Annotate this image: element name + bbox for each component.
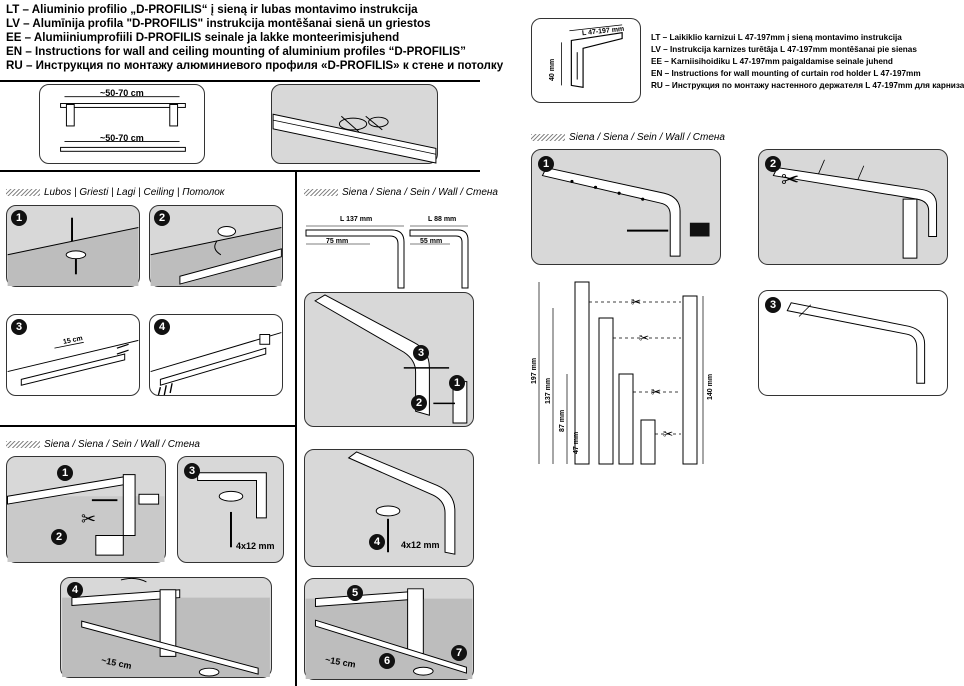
wall-left-step-4-panel: ~15 cm 4 [60,577,272,678]
scissors-icon: ✂ [781,167,800,192]
spacing-label-top: ~50-70 cm [100,88,144,98]
ceiling-section-title: Lubos | Griesti | Lagi | Ceiling | Потол… [44,187,225,198]
right-header-line-lt: LT – Laikiklio karnizui L 47-197mm į sie… [651,33,902,42]
dim-55-label: 55 mm [420,238,443,245]
bracket-dimension-svg [305,225,469,289]
dim-197-label: 197 mm [531,357,538,384]
scissors-icon: ✂ [631,295,642,309]
cut-diagram-svg [538,281,704,465]
spacing-panel: ~50-70 cm ~50-70 cm [39,84,205,164]
wall-left-step-1-drawing [7,474,165,562]
wall-left-step-4-drawing [62,577,270,677]
scissors-icon: ✂ [663,427,674,441]
divider-mid [0,170,480,172]
wall-left-section-title: Siena / Siena / Sein / Wall / Стена [44,439,200,450]
wall-middle-screw-label: 4x12 mm [401,540,440,550]
badge-wall-right-1: 1 [538,156,554,172]
header-line-en: EN – Instructions for wall and ceiling m… [6,45,466,58]
bracket-preview-drawing [561,24,623,89]
dim-87-label: 87 mm [559,409,566,432]
ceiling-step-3-drawing [7,339,139,386]
badge-wall-left-1: 1 [57,465,73,481]
bracket-dimension-drawing: L 137 mm L 88 mm 75 mm 55 mm [300,210,480,290]
badge-ceiling-1: 1 [11,210,27,226]
badge-wall-left-3: 3 [184,463,200,479]
dim-75-label: 75 mm [326,238,349,245]
badge-ceiling-4: 4 [154,319,170,335]
ceiling-step-2-panel: 2 [149,205,283,287]
wall-middle-step-4-panel: 4x12 mm 4 [304,449,474,567]
wall-right-hatch [531,134,565,141]
dim-140-label: 140 mm [707,373,714,400]
badge-wall-right-2: 2 [765,156,781,172]
cut-diagram: 197 mm 137 mm 87 mm 47 mm 140 mm ✂ ✂ ✂ ✂ [531,278,731,468]
wall-right-section-title: Siena / Siena / Sein / Wall / Стена [569,132,725,143]
badge-wall-middle-2: 2 [411,395,427,411]
scissors-icon: ✂ [639,331,650,345]
header-line-ee: EE – Alumiiniumprofiili D-PROFILIS seina… [6,31,400,44]
wall-middle-step-567-panel: ~15 cm 5 6 7 [304,578,474,680]
bracket-height-label: 40 mm [549,58,556,81]
header-line-lt: LT – Aliuminio profilio „D-PROFILIS“ į s… [6,3,418,16]
badge-wall-right-3: 3 [765,297,781,313]
badge-ceiling-3: 3 [11,319,27,335]
ceiling-step-4-panel: 4 [149,314,283,396]
right-header-line-lv: LV – Instrukcija karnizes turētāja L 47-… [651,45,917,54]
wall-middle-step-567-drawing [305,588,473,679]
ceiling-step-1-drawing [7,217,139,286]
badge-wall-middle-1: 1 [449,375,465,391]
wall-right-step-1-panel: 1 [531,149,721,265]
ceiling-step-3-panel: 15 cm 3 [6,314,140,396]
wall-right-step-2-panel: ✂ 2 [758,149,948,265]
joint-drawing [272,113,437,164]
scissors-icon: ✂ [81,509,97,529]
ceiling-hatch [6,189,40,196]
spacing-drawing [60,96,186,152]
wall-middle-step-4-drawing [347,451,456,555]
header-line-lv: LV – Alumīnija profila "D-PROFILIS" inst… [6,17,431,30]
badge-wall-middle-3: 3 [413,345,429,361]
wall-right-step-1-drawing [541,167,710,257]
wall-left-step-3-drawing [197,472,267,548]
ceiling-step-4-drawing [150,332,282,396]
wall-left-step-3-panel: 4x12 mm 3 [177,456,284,563]
scissors-icon: ✂ [651,385,662,399]
divider-left-lower [0,425,296,427]
badge-wall-middle-6: 6 [379,653,395,669]
badge-wall-middle-4: 4 [369,534,385,550]
ceiling-step-2-drawing [150,226,282,286]
badge-ceiling-2: 2 [154,210,170,226]
wall-left-hatch [6,441,40,448]
badge-wall-left-4: 4 [67,582,83,598]
bracket-preview-panel: L 47-197 mm 40 mm [531,18,641,103]
right-header-line-ee: EE – Karniisihoidiku L 47-197mm paigalda… [651,57,893,66]
joint-panel [271,84,438,164]
wall-left-step-1-panel: ✂ 1 2 [6,456,166,563]
dim-l88-label: L 88 mm [428,216,457,223]
wall-left-screw-label: 4x12 mm [236,541,275,551]
wall-right-step-3-drawing [786,302,926,384]
dim-l137-label: L 137 mm [340,216,373,223]
wall-right-step-2-drawing [772,159,938,259]
header-line-ru: RU – Инструкция по монтажу алюминиевого … [6,59,504,72]
wall-middle-section-title: Siena / Siena / Sein / Wall / Стена [342,187,498,198]
spacing-label-bottom: ~50-70 cm [100,133,144,143]
badge-wall-middle-5: 5 [347,585,363,601]
dim-47-label: 47 mm [573,431,580,454]
badge-wall-middle-7: 7 [451,645,467,661]
divider-top [0,80,480,82]
right-header-line-en: EN – Instructions for wall mounting of c… [651,69,921,78]
wall-middle-step-123-drawing [314,294,468,424]
ceiling-step-1-panel: 1 [6,205,140,287]
wall-middle-step-123-panel: 3 1 2 [304,292,474,427]
badge-wall-left-2: 2 [51,529,67,545]
wall-middle-hatch [304,189,338,196]
wall-right-step-3-panel: 3 [758,290,948,396]
divider-vertical [295,170,297,686]
dim-137-label: 137 mm [545,377,552,404]
right-header-line-ru: RU – Инструкция по монтажу настенного де… [651,81,964,90]
